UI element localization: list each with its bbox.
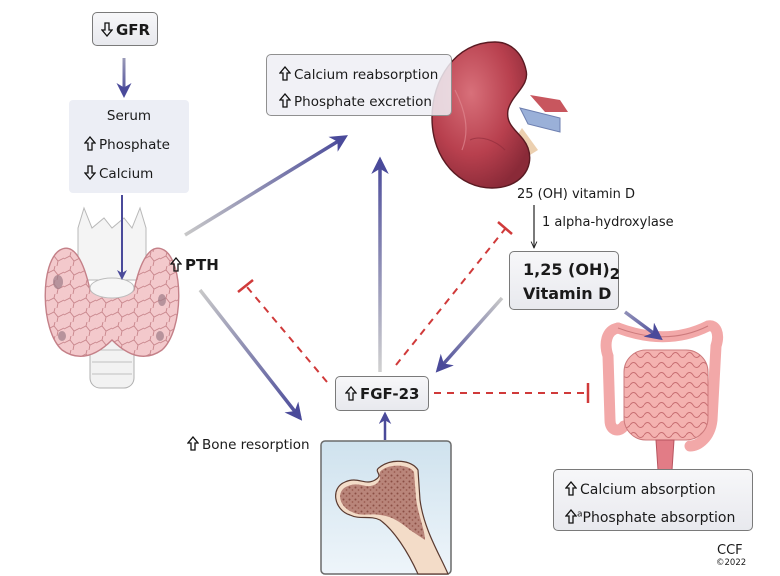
active-vitamin-d-line2: Vitamin D (523, 284, 612, 303)
arrow-pth-to-kidney (184, 135, 348, 237)
credit-org: CCF (717, 543, 743, 558)
thyroid-illustration (44, 206, 180, 389)
up-arrow-icon (279, 66, 291, 81)
gfr-label: GFR (116, 21, 151, 39)
up-arrow-icon (187, 436, 199, 451)
active-vitamin-d-box: 1,25 (OH)2 Vitamin D (509, 251, 621, 310)
kidney-effect-calcium: Calcium reabsorption (279, 66, 438, 83)
up-arrow-icon (565, 509, 577, 524)
up-arrow-icon (84, 136, 96, 151)
serum-calcium: Calcium (84, 165, 153, 182)
serum-box: Serum Phosphate Calcium (69, 100, 189, 193)
gfr-box: GFR (92, 12, 158, 46)
down-arrow-icon (101, 22, 113, 37)
serum-phosphate: Phosphate (84, 136, 170, 153)
fgf23-label: FGF-23 (360, 385, 420, 403)
vitamin-d-precursor: 25 (OH) vitamin D (517, 187, 635, 202)
intestines-illustration (600, 320, 724, 477)
arrow-vitd-to-intestine (623, 310, 663, 341)
inhibit-fgf23-to-intestine (434, 383, 590, 403)
kidney-effects-box: Calcium reabsorption Phosphate excretion (266, 54, 452, 116)
up-arrow-icon (279, 93, 291, 108)
fgf23-box: FGF-23 (335, 376, 429, 411)
arrow-vitd-to-fgf23 (435, 296, 504, 373)
gut-effect-calcium: Calcium absorption (565, 481, 716, 497)
arrow-pth-to-bone (198, 288, 303, 421)
up-arrow-icon (345, 386, 357, 401)
up-arrow-icon (565, 481, 577, 496)
serum-title: Serum (106, 108, 152, 124)
gut-effects-box: Calcium absorption aPhosphate absorption (553, 469, 753, 531)
footnote-marker: a (577, 509, 583, 520)
kidney-illustration (431, 41, 568, 189)
bone-resorption-label: Bone resorption (187, 436, 310, 453)
credit-copyright: ©2022 (716, 558, 747, 568)
active-vitamin-d-line1: 1,25 (OH)2 (523, 260, 621, 283)
kidney-effect-phosphate: Phosphate excretion (279, 93, 432, 110)
up-arrow-icon (170, 257, 182, 272)
down-arrow-icon (84, 165, 96, 180)
pth-label: PTH (170, 257, 219, 273)
inhibit-fgf23-to-1alpha-hydroxylase (395, 221, 513, 366)
gut-effect-phosphate: aPhosphate absorption (565, 509, 735, 525)
bone-illustration (320, 440, 452, 575)
enzyme-label: 1 alpha-hydroxylase (542, 215, 674, 230)
inhibit-fgf23-to-pth (237, 279, 328, 383)
